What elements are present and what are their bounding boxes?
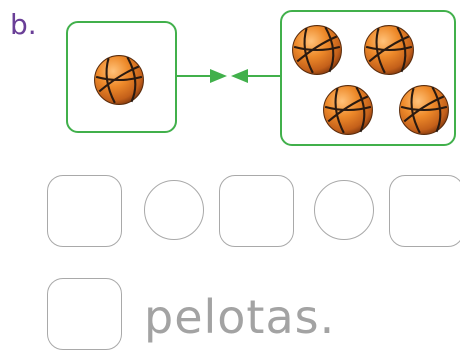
arrow-right-icon: [210, 69, 227, 83]
answer-box-2[interactable]: [219, 175, 294, 247]
answer-box-3[interactable]: [389, 175, 460, 247]
arrow-line-left: [177, 75, 213, 77]
basketball-icon: [322, 84, 374, 136]
answer-box-result[interactable]: [47, 278, 122, 350]
arrow-left-icon: [231, 69, 248, 83]
basketball-icon: [363, 24, 415, 76]
basketball-icon: [398, 84, 450, 136]
operator-circle-1[interactable]: [144, 180, 204, 240]
answer-box-1[interactable]: [47, 175, 122, 247]
arrow-line-right: [243, 75, 280, 77]
basketball-icon: [291, 24, 343, 76]
exercise-part-label: b.: [10, 8, 37, 41]
unit-word-label: pelotas.: [144, 290, 336, 344]
basketball-icon: [93, 54, 145, 106]
operator-circle-2[interactable]: [314, 180, 374, 240]
